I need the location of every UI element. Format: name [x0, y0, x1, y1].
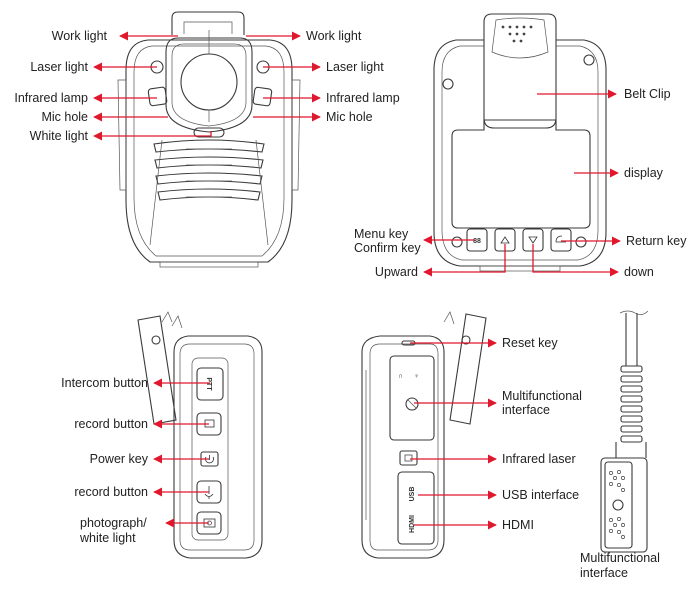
label-upward: Upward: [375, 265, 418, 279]
microphone-icon: [204, 486, 214, 499]
menu-key-icon: 88: [473, 238, 481, 245]
belt-clip: [483, 13, 557, 129]
label-laser-light-left: Laser light: [30, 60, 88, 74]
label-work-light-left: Work light: [52, 29, 108, 43]
label-return-key: Return key: [626, 234, 687, 248]
label-photograph-line2: white light: [79, 531, 136, 545]
label-down: down: [624, 265, 654, 279]
front-view: Work light Work light Laser light Laser …: [14, 11, 400, 268]
usb-hdmi-cover: [397, 471, 435, 545]
right-side-body: [361, 335, 445, 559]
connector-pins: [609, 470, 625, 539]
label-multifunctional-line2: interface: [502, 403, 550, 417]
label-connector-line1: Multifunctional: [580, 551, 660, 565]
right-side-view: ∩ ♀ USB HDMI Reset key Multifunctional i…: [361, 311, 582, 559]
intercom-ptt-button: [196, 367, 224, 401]
label-infrared-lamp-left: Infrared lamp: [14, 91, 88, 105]
label-white-light: White light: [30, 129, 89, 143]
down-triangle-icon: [528, 236, 538, 244]
back-view: 88 Belt Clip display Menu key Confirm ke…: [354, 13, 687, 279]
infrared-lamp-right-icon: [252, 86, 273, 107]
label-infrared-laser: Infrared laser: [502, 452, 576, 466]
headphone-icon: ∩: [398, 373, 403, 380]
label-belt-clip: Belt Clip: [624, 87, 671, 101]
hdmi-port-text: HDMI: [409, 515, 416, 533]
label-work-light-right: Work light: [306, 29, 362, 43]
label-reset-key: Reset key: [502, 336, 558, 350]
label-intercom-button: Intercom button: [61, 376, 148, 390]
label-power-key: Power key: [90, 452, 149, 466]
return-icon: [555, 235, 566, 243]
upward-arrow: [423, 244, 506, 277]
multifunctional-port: [405, 397, 419, 411]
label-menu-key: Menu key: [354, 227, 409, 241]
side-clip-right: [449, 313, 487, 425]
white-light-arrow: [93, 131, 212, 141]
mic-symbol-icon: ♀: [414, 373, 419, 380]
ptt-text: PTT: [205, 377, 212, 391]
side-clip-left: [137, 315, 177, 425]
clip-grip-dots: [501, 25, 533, 43]
connector-screw: [612, 499, 624, 511]
back-keypad: 88: [451, 228, 587, 252]
label-usb-interface: USB interface: [502, 488, 579, 502]
interface-cover: [389, 355, 435, 441]
back-body: [433, 39, 607, 267]
label-record-button-audio: record button: [74, 485, 148, 499]
label-laser-light-right: Laser light: [326, 60, 384, 74]
label-multifunctional-line1: Multifunctional: [502, 389, 582, 403]
camera-lens-icon: [180, 53, 238, 111]
down-arrow: [532, 244, 619, 277]
top-clip: [171, 11, 245, 35]
label-display: display: [624, 166, 664, 180]
infrared-laser-button: [399, 450, 418, 466]
front-body: [125, 39, 293, 263]
label-mic-hole-right: Mic hole: [326, 110, 373, 124]
cable-strain-relief: [620, 365, 643, 443]
left-side-body: [173, 335, 263, 559]
usb-port-text: USB: [409, 487, 416, 502]
connector-housing: [600, 457, 648, 553]
cable-connector-view: Multifunctional interface: [580, 310, 660, 580]
label-photograph-line1: photograph/: [80, 516, 147, 530]
infrared-lamp-left-icon: [147, 86, 168, 107]
label-mic-hole-left: Mic hole: [41, 110, 88, 124]
white-light-icon: [193, 127, 225, 138]
up-triangle-icon: [500, 236, 510, 244]
label-hdmi: HDMI: [502, 518, 534, 532]
label-infrared-lamp-right: Infrared lamp: [326, 91, 400, 105]
label-connector-line2: interface: [580, 566, 628, 580]
label-confirm-key: Confirm key: [354, 241, 421, 255]
speaker-grille: [153, 139, 265, 201]
return-key: [550, 228, 572, 252]
left-side-view: PTT Intercom button record button Power …: [61, 311, 263, 559]
lens-bezel: [165, 37, 253, 133]
display-screen: [451, 119, 591, 229]
label-record-button-video: record button: [74, 417, 148, 431]
